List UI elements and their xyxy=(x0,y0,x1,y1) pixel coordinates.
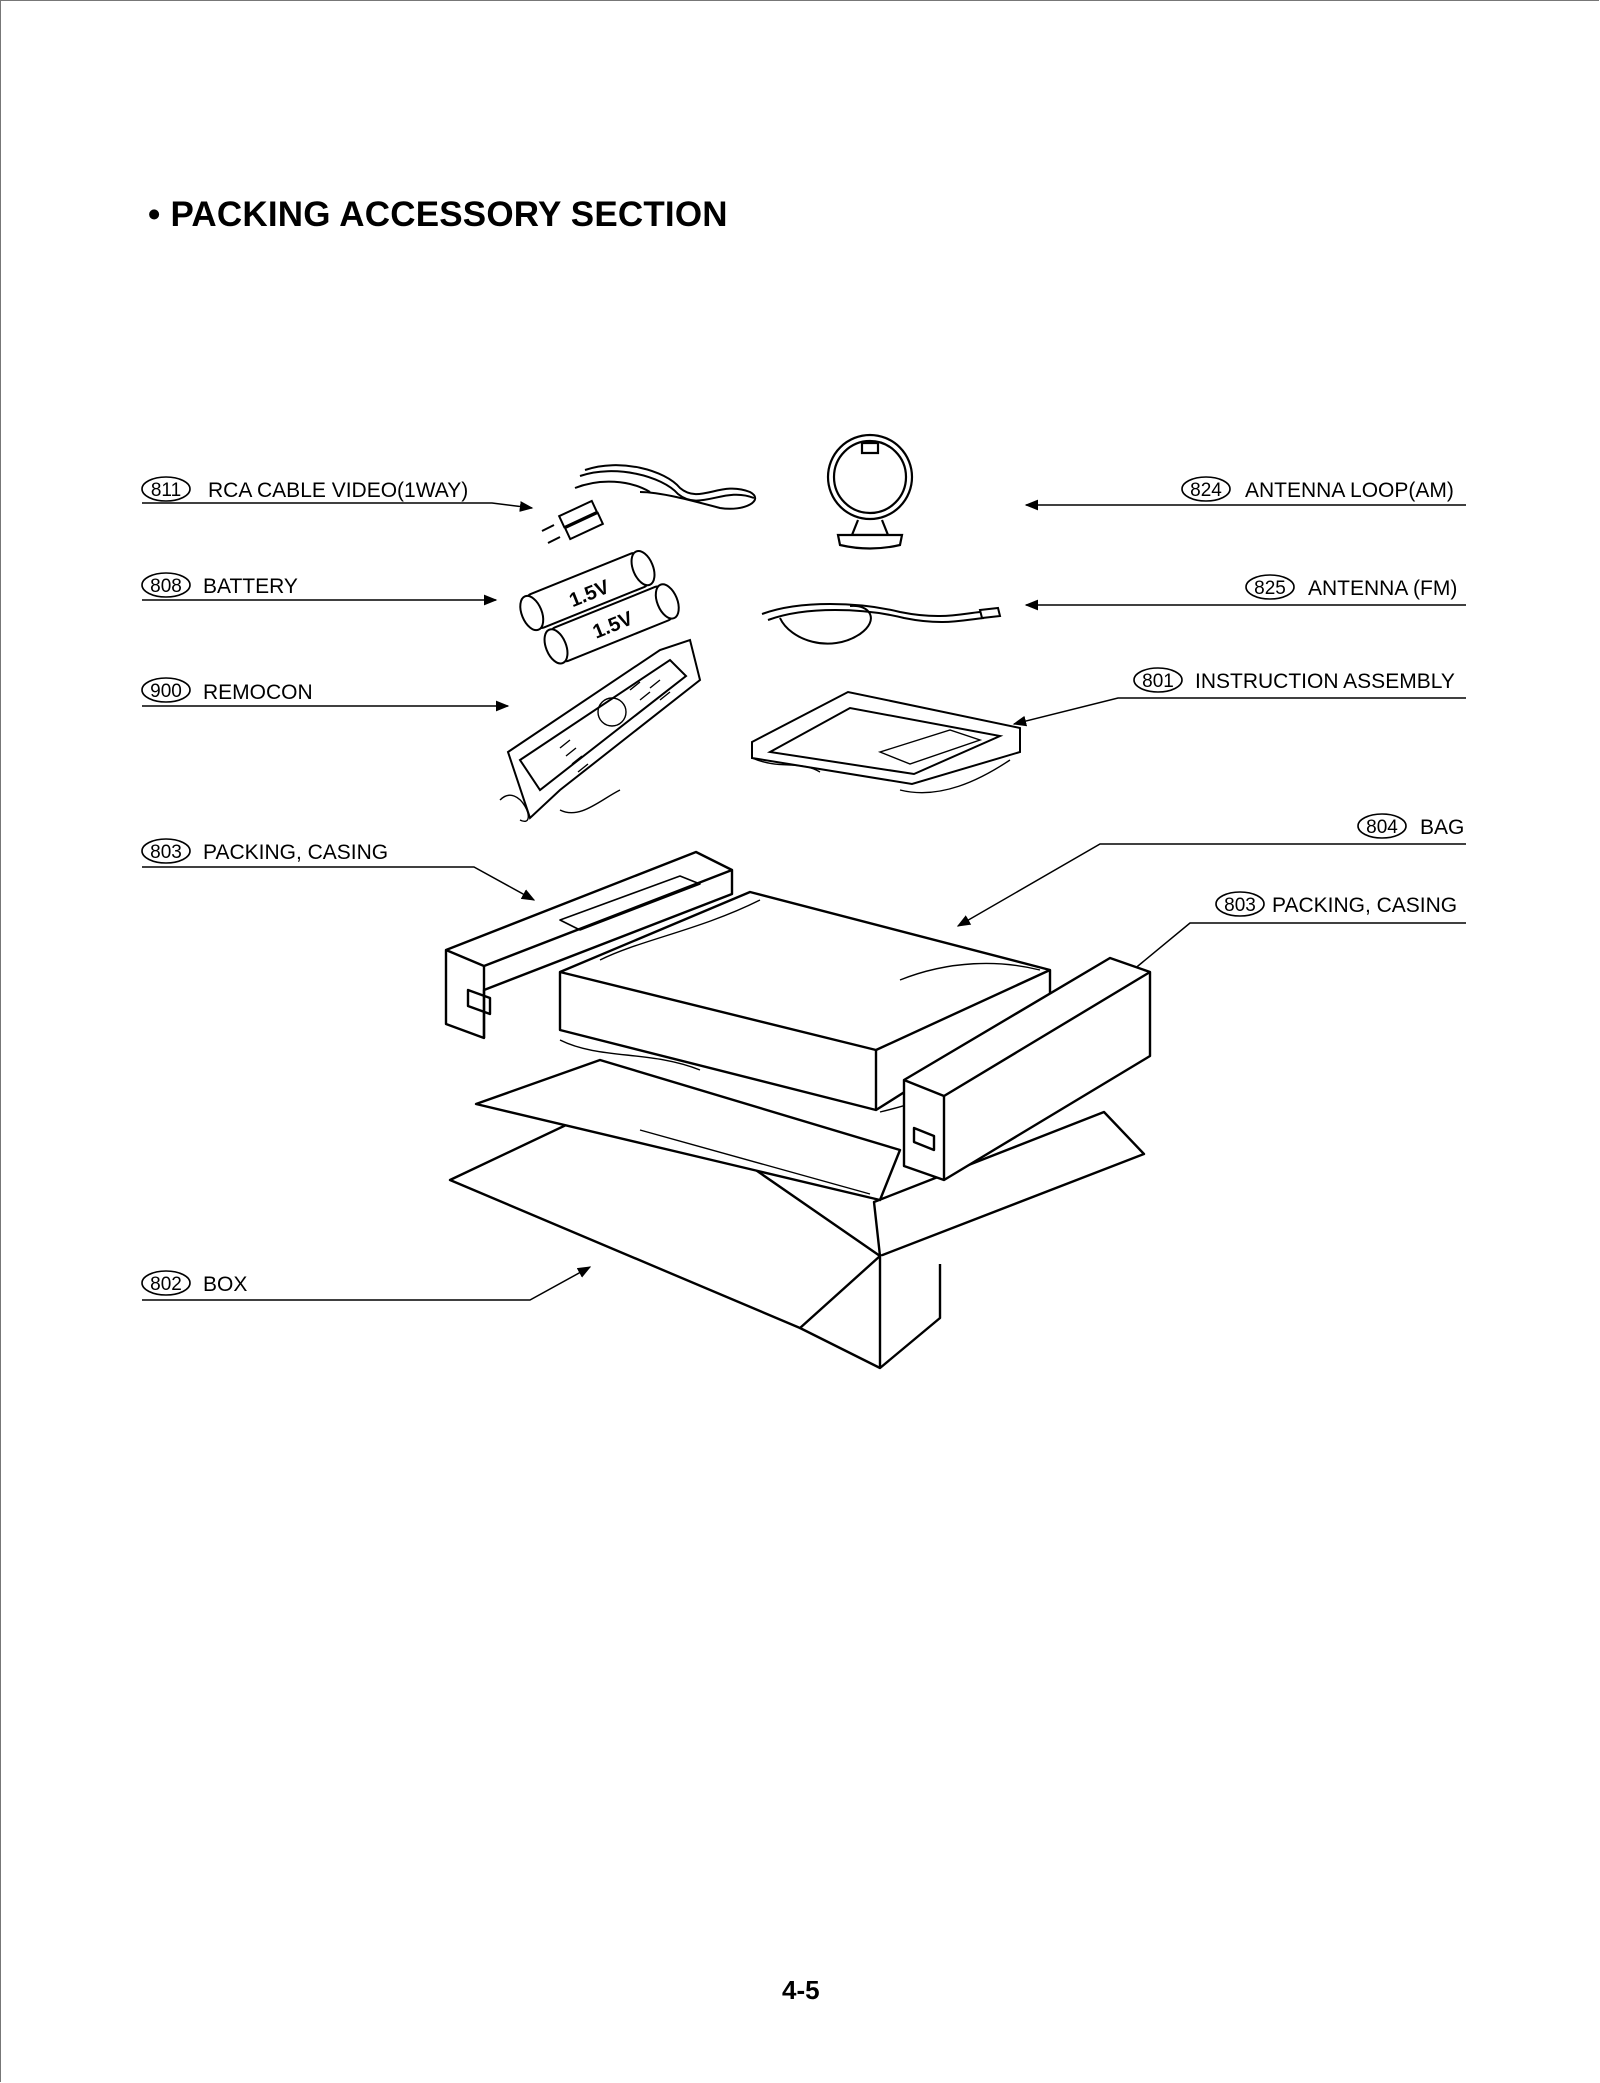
callout-badge xyxy=(141,838,191,864)
callout-badge xyxy=(1133,667,1183,693)
callout-badge xyxy=(1357,813,1407,839)
callout-number: 825 xyxy=(1254,578,1286,599)
callout-label: BATTERY xyxy=(203,575,298,598)
callout-number: 811 xyxy=(151,480,181,501)
callout-label: BOX xyxy=(203,1273,247,1296)
rca-cable-icon xyxy=(541,464,757,544)
callout-label: RCA CABLE VIDEO(1WAY) xyxy=(208,479,468,502)
callout-804: 804 BAG xyxy=(956,813,1466,927)
callout-label: PACKING, CASING xyxy=(1272,894,1457,917)
callout-label: ANTENNA (FM) xyxy=(1308,577,1457,600)
callout-number: 802 xyxy=(150,1274,182,1295)
section-title: •PACKING ACCESSORY SECTION xyxy=(148,195,728,235)
callout-number: 803 xyxy=(1224,895,1256,916)
battery-icon: 1.5V 1.5V xyxy=(519,549,680,665)
callout-number: 900 xyxy=(150,681,182,702)
callout-label: INSTRUCTION ASSEMBLY xyxy=(1195,670,1455,693)
foam-casing-icon xyxy=(444,850,734,1040)
leader-line xyxy=(142,1266,592,1301)
callout-number: 804 xyxy=(1366,817,1398,838)
leader-line xyxy=(142,866,536,901)
fm-antenna-icon xyxy=(761,603,1002,645)
callout-label: PACKING, CASING xyxy=(203,841,388,864)
leader-line xyxy=(142,501,534,512)
page-number: 4-5 xyxy=(782,1975,820,2005)
leader-line xyxy=(956,843,1466,927)
bagged-unit-icon xyxy=(558,890,1052,1113)
callout-badge xyxy=(141,476,191,502)
loop-antenna-icon xyxy=(826,433,914,550)
callout-803-left: 803 PACKING, CASING xyxy=(141,838,536,901)
callout-number: 824 xyxy=(1190,480,1222,501)
callout-badge xyxy=(141,572,191,598)
callout-label: REMOCON xyxy=(203,681,313,704)
leader-line xyxy=(1102,922,1466,995)
callout-badge xyxy=(1245,574,1295,600)
foam-casing-icon xyxy=(902,956,1152,1182)
callout-825: 825 ANTENNA (FM) xyxy=(1024,574,1466,611)
manual-icon xyxy=(751,690,1021,794)
callout-badge xyxy=(141,1270,191,1296)
title-bullet: • xyxy=(148,195,161,234)
callout-808: 808 BATTERY xyxy=(141,572,498,606)
callout-824: 824 ANTENNA LOOP(AM) xyxy=(1024,476,1466,511)
callout-number: 808 xyxy=(150,576,182,597)
callout-badge xyxy=(1181,476,1231,502)
callout-802: 802 BOX xyxy=(141,1266,592,1301)
callout-number: 803 xyxy=(150,842,182,863)
box-icon xyxy=(448,1058,1146,1370)
callout-label: BAG xyxy=(1420,816,1464,839)
callout-900: 900 REMOCON xyxy=(141,677,510,712)
callout-badge xyxy=(141,677,191,703)
section-title-text: PACKING ACCESSORY SECTION xyxy=(170,195,728,234)
callout-badge xyxy=(1215,891,1265,917)
callout-811: 811 RCA CABLE VIDEO(1WAY) xyxy=(141,476,534,512)
callout-803-right: 803 PACKING, CASING xyxy=(1102,891,1466,995)
remote-control-icon xyxy=(499,638,702,823)
callout-number: 801 xyxy=(1142,671,1174,692)
callout-label: ANTENNA LOOP(AM) xyxy=(1245,479,1454,502)
callout-801: 801 INSTRUCTION ASSEMBLY xyxy=(1012,667,1466,727)
leader-line xyxy=(1012,697,1466,727)
